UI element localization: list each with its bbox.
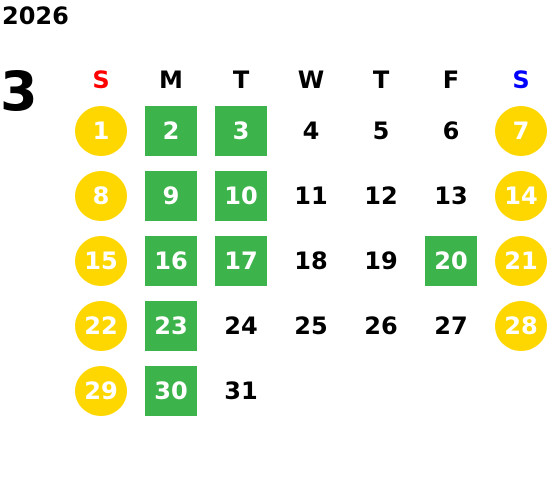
- calendar-day-number: 31: [224, 376, 258, 405]
- calendar-day-number: 29: [75, 365, 127, 416]
- calendar-day-number: 25: [294, 311, 328, 340]
- calendar-day-number: 24: [224, 311, 258, 340]
- calendar-day[interactable]: 18: [276, 228, 346, 293]
- calendar-day-number: 17: [215, 235, 267, 286]
- calendar-day[interactable]: 19: [346, 228, 416, 293]
- calendar-day[interactable]: 9: [136, 163, 206, 228]
- calendar-day[interactable]: 27: [416, 293, 486, 358]
- calendar-day[interactable]: 1: [66, 98, 136, 163]
- calendar-year: 2026: [2, 2, 69, 30]
- calendar-day[interactable]: 23: [136, 293, 206, 358]
- calendar-day[interactable]: 7: [486, 98, 548, 163]
- calendar-day-number: 4: [302, 116, 320, 145]
- calendar-day[interactable]: 21: [486, 228, 548, 293]
- calendar-day[interactable]: 29: [66, 358, 136, 423]
- calendar-day[interactable]: 2: [136, 98, 206, 163]
- calendar-day-number: 26: [364, 311, 398, 340]
- weekday-header: M: [159, 66, 183, 94]
- calendar-day[interactable]: 3: [206, 98, 276, 163]
- weekday-header: T: [232, 66, 250, 94]
- calendar-day[interactable]: 16: [136, 228, 206, 293]
- calendar-day-number: 16: [145, 235, 197, 286]
- calendar-day-number: 18: [294, 246, 328, 275]
- calendar-day[interactable]: 17: [206, 228, 276, 293]
- calendar-day-number: 3: [215, 105, 267, 156]
- calendar-day-number: 28: [495, 300, 547, 351]
- calendar-day-number: 8: [75, 170, 127, 221]
- calendar-day[interactable]: 4: [276, 98, 346, 163]
- calendar-day[interactable]: 11: [276, 163, 346, 228]
- calendar-day-number: 2: [145, 105, 197, 156]
- calendar-day[interactable]: 20: [416, 228, 486, 293]
- calendar-day[interactable]: 12: [346, 163, 416, 228]
- calendar-day-number: 23: [145, 300, 197, 351]
- calendar-day-number: 19: [364, 246, 398, 275]
- calendar-day-number: 21: [495, 235, 547, 286]
- calendar-day[interactable]: 6: [416, 98, 486, 163]
- calendar-day-number: 11: [294, 181, 328, 210]
- calendar-day-number: 30: [145, 365, 197, 416]
- calendar-day[interactable]: 26: [346, 293, 416, 358]
- weekday-header: S: [92, 66, 110, 94]
- calendar-day-number: 15: [75, 235, 127, 286]
- calendar-day[interactable]: 24: [206, 293, 276, 358]
- weekday-header: S: [512, 66, 530, 94]
- calendar-month: 3: [0, 60, 38, 123]
- calendar-day[interactable]: 28: [486, 293, 548, 358]
- calendar-day[interactable]: 31: [206, 358, 276, 423]
- calendar-day-number: 1: [75, 105, 127, 156]
- weekday-header: T: [372, 66, 390, 94]
- calendar-day[interactable]: 5: [346, 98, 416, 163]
- calendar-day-number: 5: [372, 116, 390, 145]
- calendar-day-number: 7: [495, 105, 547, 156]
- calendar-day[interactable]: 25: [276, 293, 346, 358]
- calendar-day-number: 10: [215, 170, 267, 221]
- calendar-day-number: 20: [425, 235, 477, 286]
- calendar-day-number: 27: [434, 311, 468, 340]
- calendar-day[interactable]: 30: [136, 358, 206, 423]
- calendar-day[interactable]: 22: [66, 293, 136, 358]
- calendar-day[interactable]: 15: [66, 228, 136, 293]
- calendar-day-number: 14: [495, 170, 547, 221]
- weekday-header: F: [442, 66, 460, 94]
- calendar-day[interactable]: 10: [206, 163, 276, 228]
- calendar-day-number: 13: [434, 181, 468, 210]
- calendar-day[interactable]: 14: [486, 163, 548, 228]
- calendar-day-number: 12: [364, 181, 398, 210]
- weekday-header: W: [297, 66, 325, 94]
- calendar-day-number: 22: [75, 300, 127, 351]
- calendar-day[interactable]: 13: [416, 163, 486, 228]
- calendar-day-number: 9: [145, 170, 197, 221]
- calendar-day-number: 6: [442, 116, 460, 145]
- calendar-day[interactable]: 8: [66, 163, 136, 228]
